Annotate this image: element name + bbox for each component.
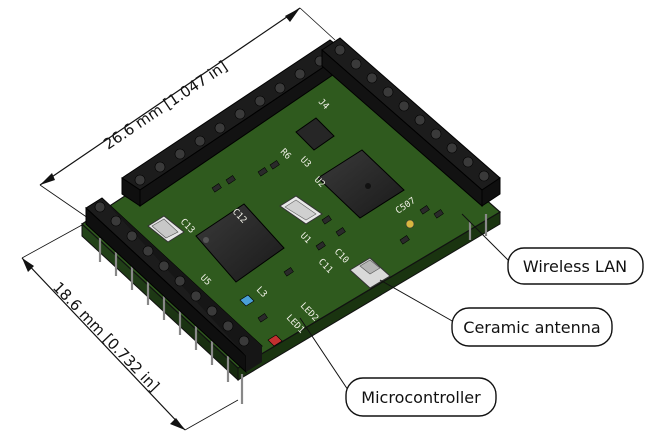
callout-wireless-lan: Wireless LAN bbox=[461, 213, 644, 285]
header-pins-right bbox=[468, 214, 488, 240]
small-ic-u3 bbox=[295, 117, 335, 151]
callout-microcontroller: Microcontroller bbox=[299, 317, 497, 417]
dimension-width-label: 18.6 mm [0.732 in] bbox=[49, 278, 163, 395]
header-left bbox=[85, 197, 263, 374]
header-right bbox=[321, 37, 501, 208]
callout-ceramic-antenna-label: Ceramic antenna bbox=[463, 318, 600, 337]
callout-microcontroller-label: Microcontroller bbox=[361, 388, 481, 407]
microcontroller-chip bbox=[195, 203, 285, 283]
callout-wireless-lan-label: Wireless LAN bbox=[523, 257, 627, 276]
crystal-oscillator bbox=[279, 195, 323, 225]
header-pins-left bbox=[98, 238, 244, 404]
passive-components bbox=[211, 160, 444, 323]
yellow-component bbox=[405, 219, 415, 229]
led-indicators bbox=[239, 294, 283, 347]
wireless-lan-chip bbox=[317, 149, 405, 219]
connector-white bbox=[147, 215, 185, 243]
callout-ceramic-antenna: Ceramic antenna bbox=[379, 279, 613, 347]
